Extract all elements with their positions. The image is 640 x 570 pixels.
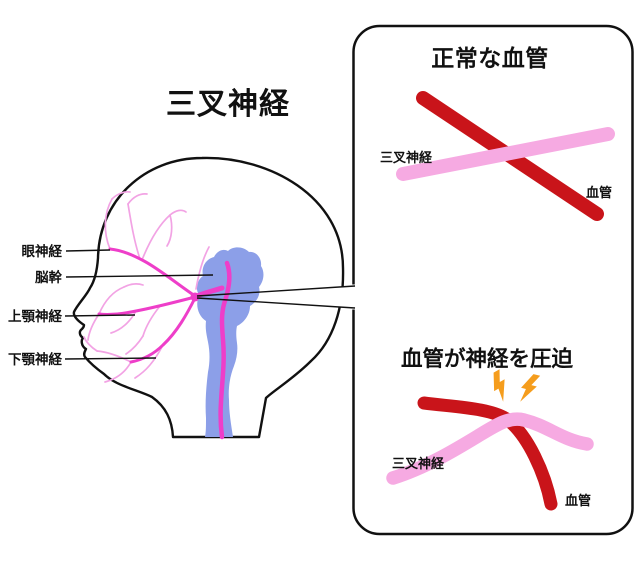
twig (195, 246, 210, 290)
twig (166, 214, 173, 247)
twig (125, 335, 144, 355)
nerve-twigs (83, 190, 210, 383)
label-brainstem: 脳幹 (35, 269, 62, 285)
nerve-curve (386, 412, 594, 485)
ophthalmic-branch (108, 247, 197, 298)
lightning-right-icon (520, 374, 541, 402)
nerve-bar (396, 127, 615, 181)
twig (110, 310, 137, 334)
label-ophthalmic: 眼神経 (22, 243, 63, 259)
twig (96, 350, 132, 363)
main-title: 三叉神経 (166, 87, 290, 121)
callout-beam (197, 286, 355, 308)
label-mandibular: 下顎神経 (8, 351, 62, 367)
twig (98, 286, 125, 315)
mandibular-branch (129, 296, 197, 364)
trigeminal-branches (97, 247, 225, 364)
panel-top-title: 正常な血管 (431, 45, 549, 71)
twig (104, 361, 132, 383)
callout-line-top (196, 285, 356, 297)
lightning-bolts (493, 369, 541, 402)
panel-compression: 血管が神経を圧迫 三叉神経 血管 (386, 346, 594, 511)
label-maxillary: 上顎神経 (8, 308, 62, 324)
twig (111, 190, 131, 200)
pointer-brainstem (65, 274, 214, 278)
pointer-ophthalmic (65, 249, 111, 252)
pointer-mandibular (64, 357, 157, 360)
twig (127, 193, 148, 205)
twig (104, 198, 113, 250)
maxillary-branch (97, 295, 197, 316)
twig (83, 336, 98, 352)
twig (123, 283, 144, 288)
panel-bottom-nerve-label: 三叉神経 (392, 456, 445, 471)
callout-line-bottom (196, 297, 356, 309)
pointer-maxillary (64, 314, 136, 317)
twig (142, 305, 161, 337)
panel-top-vessel-label: 血管 (586, 185, 612, 200)
panel-bottom-vessel-label: 血管 (565, 493, 591, 508)
twig (127, 203, 141, 260)
panel-top-nerve-label: 三叉神経 (380, 150, 433, 165)
twig (87, 313, 100, 341)
lightning-left-icon (493, 369, 505, 402)
panel-bottom-title: 血管が神経を圧迫 (401, 346, 574, 371)
nerve-root-node (190, 292, 200, 302)
spinal-nerve-cord (218, 260, 232, 440)
panel-normal-vessel: 正常な血管 三叉神経 血管 (380, 45, 615, 221)
